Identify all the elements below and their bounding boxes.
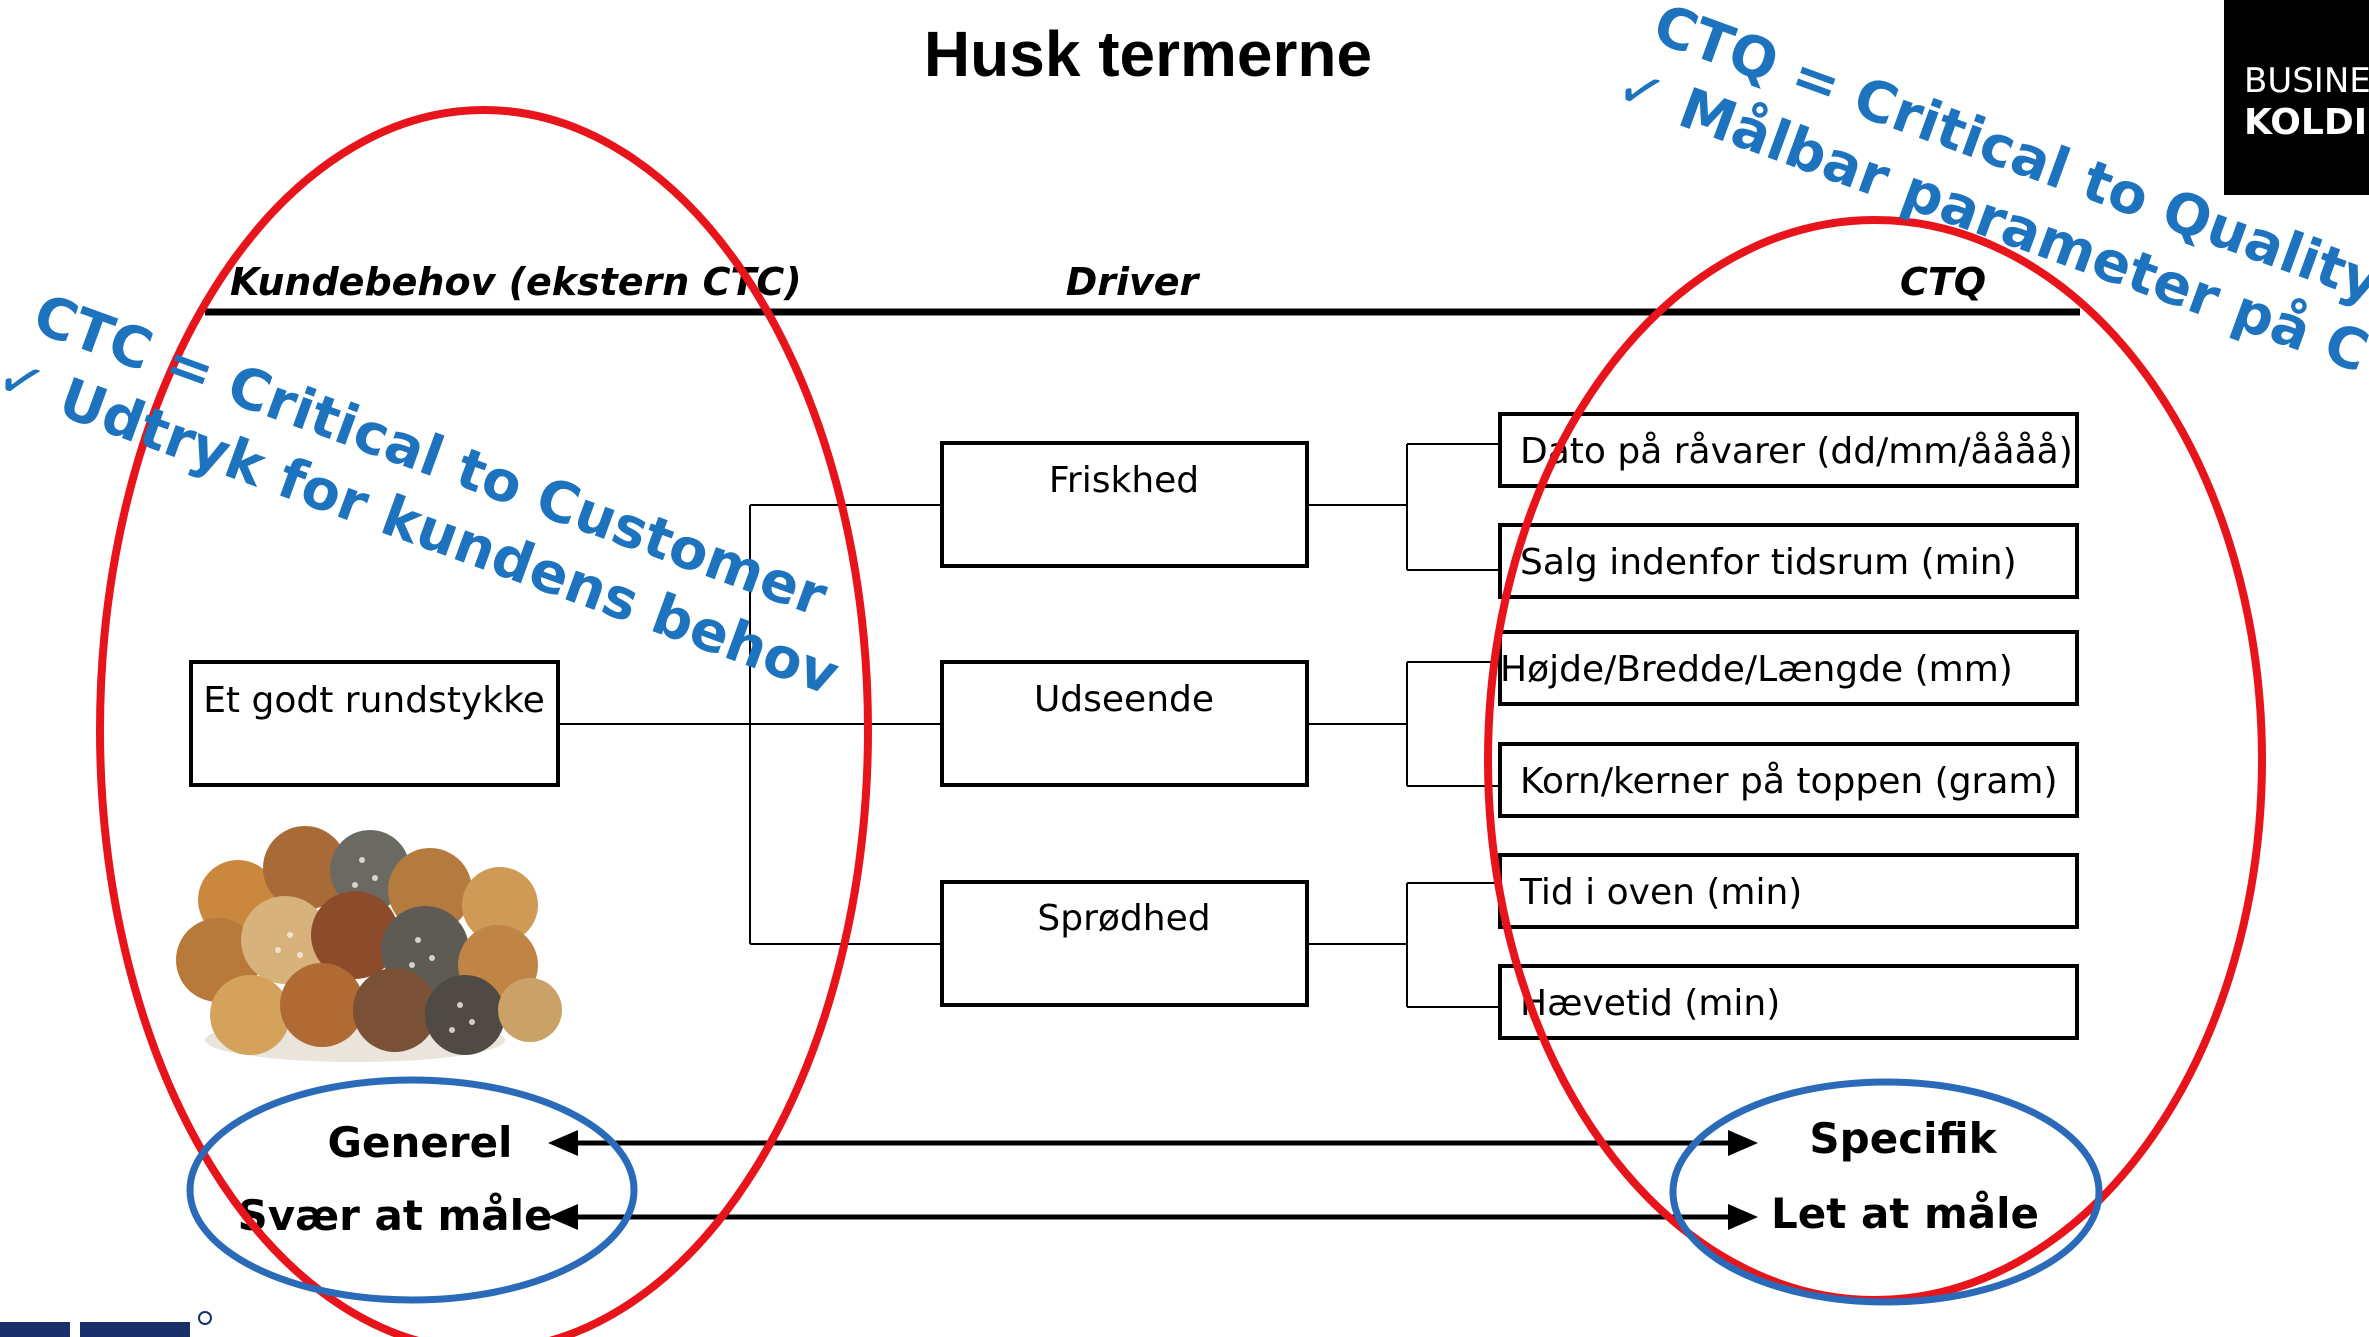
left-blue-ellipse — [186, 1076, 638, 1304]
root-node: Et godt rundstykke — [189, 660, 560, 787]
root-box — [189, 660, 560, 787]
brand-background — [2224, 0, 2369, 195]
header-driver: Driver — [1066, 260, 1201, 304]
ctq-item: Højde/Bredde/Længde (mm) — [1498, 630, 2079, 706]
ctq-item: Salg indenfor tidsrum (min) — [1498, 523, 2079, 599]
driver-label: Udseende — [1034, 679, 1214, 720]
ctq-label: Tid i oven (min) — [1519, 872, 1802, 913]
driver-label: Friskhed — [1049, 460, 1199, 501]
ctc-red-ellipse — [96, 106, 872, 1337]
ctq-item: Dato på råvarer (dd/mm/åååå) — [1498, 412, 2079, 488]
right-blue-ellipse — [1669, 1078, 2103, 1306]
brand-logo: BUSINES KOLDIN — [2224, 0, 2369, 195]
ctq-item: Korn/kerner på toppen (gram) — [1498, 742, 2079, 818]
ctq-item: Tid i oven (min) — [1498, 853, 2079, 929]
ctq-item: Hævetid (min) — [1498, 964, 2079, 1040]
ctq-label: Dato på råvarer (dd/mm/åååå) — [1520, 431, 2073, 472]
driver-node-sproedhed: Sprødhed — [940, 880, 1309, 1007]
scale-label-specific: Specifik — [1809, 1114, 1997, 1163]
ctq-label: Salg indenfor tidsrum (min) — [1520, 542, 2017, 583]
page-title: Husk termerne — [924, 18, 1372, 90]
header-ctq: CTQ — [1900, 260, 1986, 304]
ctq-label: Højde/Bredde/Længde (mm) — [1500, 649, 2013, 690]
driver-node-friskhed: Friskhed — [940, 441, 1309, 568]
scale-label-easy-to-measure: Let at måle — [1771, 1189, 2039, 1238]
tree-connectors-right — [1307, 443, 1500, 1008]
header-customer-needs: Kundebehov (ekstern CTC) — [230, 260, 802, 304]
brand-line1: BUSINES — [2244, 61, 2369, 101]
scale-arrows — [548, 1130, 1758, 1230]
scale-label-general: Generel — [328, 1118, 513, 1167]
root-label: Et godt rundstykke — [203, 680, 545, 721]
ctq-label: Hævetid (min) — [1520, 983, 1780, 1024]
driver-node-udseende: Udseende — [940, 660, 1309, 787]
bread-rolls-image — [176, 826, 562, 1062]
driver-label: Sprødhed — [1037, 898, 1210, 939]
brand-line2: KOLDIN — [2244, 102, 2369, 143]
ctq-label: Korn/kerner på toppen (gram) — [1520, 761, 2058, 802]
bottom-left-logo — [0, 1311, 212, 1337]
scale-label-hard-to-measure: Svær at måle — [238, 1191, 553, 1240]
